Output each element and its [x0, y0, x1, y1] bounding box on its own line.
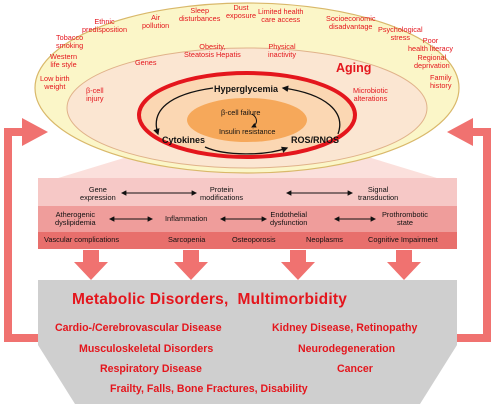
factor-air: Air pollution — [142, 13, 170, 30]
factor-psych-stress: Psychological stress — [378, 25, 423, 42]
down-arrows — [74, 250, 421, 280]
factor-western-lifestyle: Western life style — [50, 52, 78, 69]
factor-physical-inactivity: Physical inactivity — [268, 42, 296, 59]
mech-endothelial: Endothelial dysfunction — [270, 210, 308, 227]
factor-sleep: Sleep disturbances — [179, 6, 221, 23]
outcome-musculoskeletal: Musculoskeletal Disorders — [79, 343, 214, 355]
mech-inflammation: Inflammation — [165, 214, 208, 223]
band-row-3 — [38, 232, 457, 249]
factor-microbiotic: Microbiotic alterations — [353, 86, 388, 103]
mech-prothrombotic: Prothrombotic state — [382, 210, 429, 227]
inner-swap-arrow — [251, 113, 257, 128]
mech-signal-transduction: Signal transduction — [358, 185, 399, 202]
outcome-neurodegeneration: Neurodegeneration — [298, 343, 396, 355]
mech-vascular: Vascular complications — [44, 235, 120, 244]
mech-osteoporosis: Osteoporosis — [232, 235, 276, 244]
mech-atherogenic: Atherogenic dyslipidemia — [55, 210, 96, 227]
core-cytokines: Cytokines — [162, 135, 206, 145]
core-cycle-arrows — [153, 85, 341, 155]
factor-health-literacy: Poor health literacy — [408, 36, 454, 53]
factor-genes: Genes — [135, 58, 157, 67]
factor-beta-cell-injury: β-cell injury — [86, 86, 104, 103]
factor-regional: Regional deprivation — [414, 53, 450, 70]
feedback-arrow-right — [447, 118, 491, 342]
mechanism-arrows — [108, 190, 377, 222]
outcome-kidney: Kidney Disease, Retinopathy — [272, 322, 418, 334]
outcome-title: Metabolic Disorders, Multimorbidity — [72, 291, 348, 308]
feedback-arrow-left — [4, 118, 48, 342]
core-insulin-resistance: Insulin resistance — [219, 127, 276, 136]
core-inner — [187, 98, 307, 142]
mech-cognitive: Cognitive Impairment — [368, 235, 438, 244]
factor-ethnic: Ethnic predisposition — [82, 17, 128, 34]
outcome-cancer: Cancer — [337, 363, 373, 375]
mech-sarcopenia: Sarcopenia — [168, 235, 206, 244]
factor-family-history: Family history — [430, 73, 452, 90]
core-beta-cell-failure: β-cell failure — [221, 108, 261, 117]
mech-protein-mod: Protein modifications — [200, 185, 244, 202]
factor-limited-care: Limited health care access — [258, 7, 304, 24]
core-ros: ROS/RNOS — [291, 135, 340, 145]
factor-tobacco: Tobacco smoking — [56, 33, 84, 50]
outcome-cardio: Cardio-/Cerebrovascular Disease — [55, 322, 222, 334]
factor-dust: Dust exposure — [226, 3, 257, 20]
outcome-box — [38, 280, 457, 404]
outcome-respiratory: Respiratory Disease — [100, 363, 202, 375]
core-hyperglycemia: Hyperglycemia — [214, 84, 279, 94]
factor-socioeconomic: Socioeconomic disadvantage — [326, 14, 376, 31]
factor-obesity: Obesity, Steatosis Hepatis — [184, 42, 241, 59]
factor-low-birth-weight: Low birth weight — [40, 74, 70, 91]
mech-gene-expression: Gene expression — [80, 185, 116, 202]
band-row-1 — [38, 178, 457, 206]
factor-aging: Aging — [336, 61, 372, 75]
mech-neoplasms: Neoplasms — [306, 235, 343, 244]
outcome-frailty: Frailty, Falls, Bone Fractures, Disabili… — [110, 383, 308, 395]
